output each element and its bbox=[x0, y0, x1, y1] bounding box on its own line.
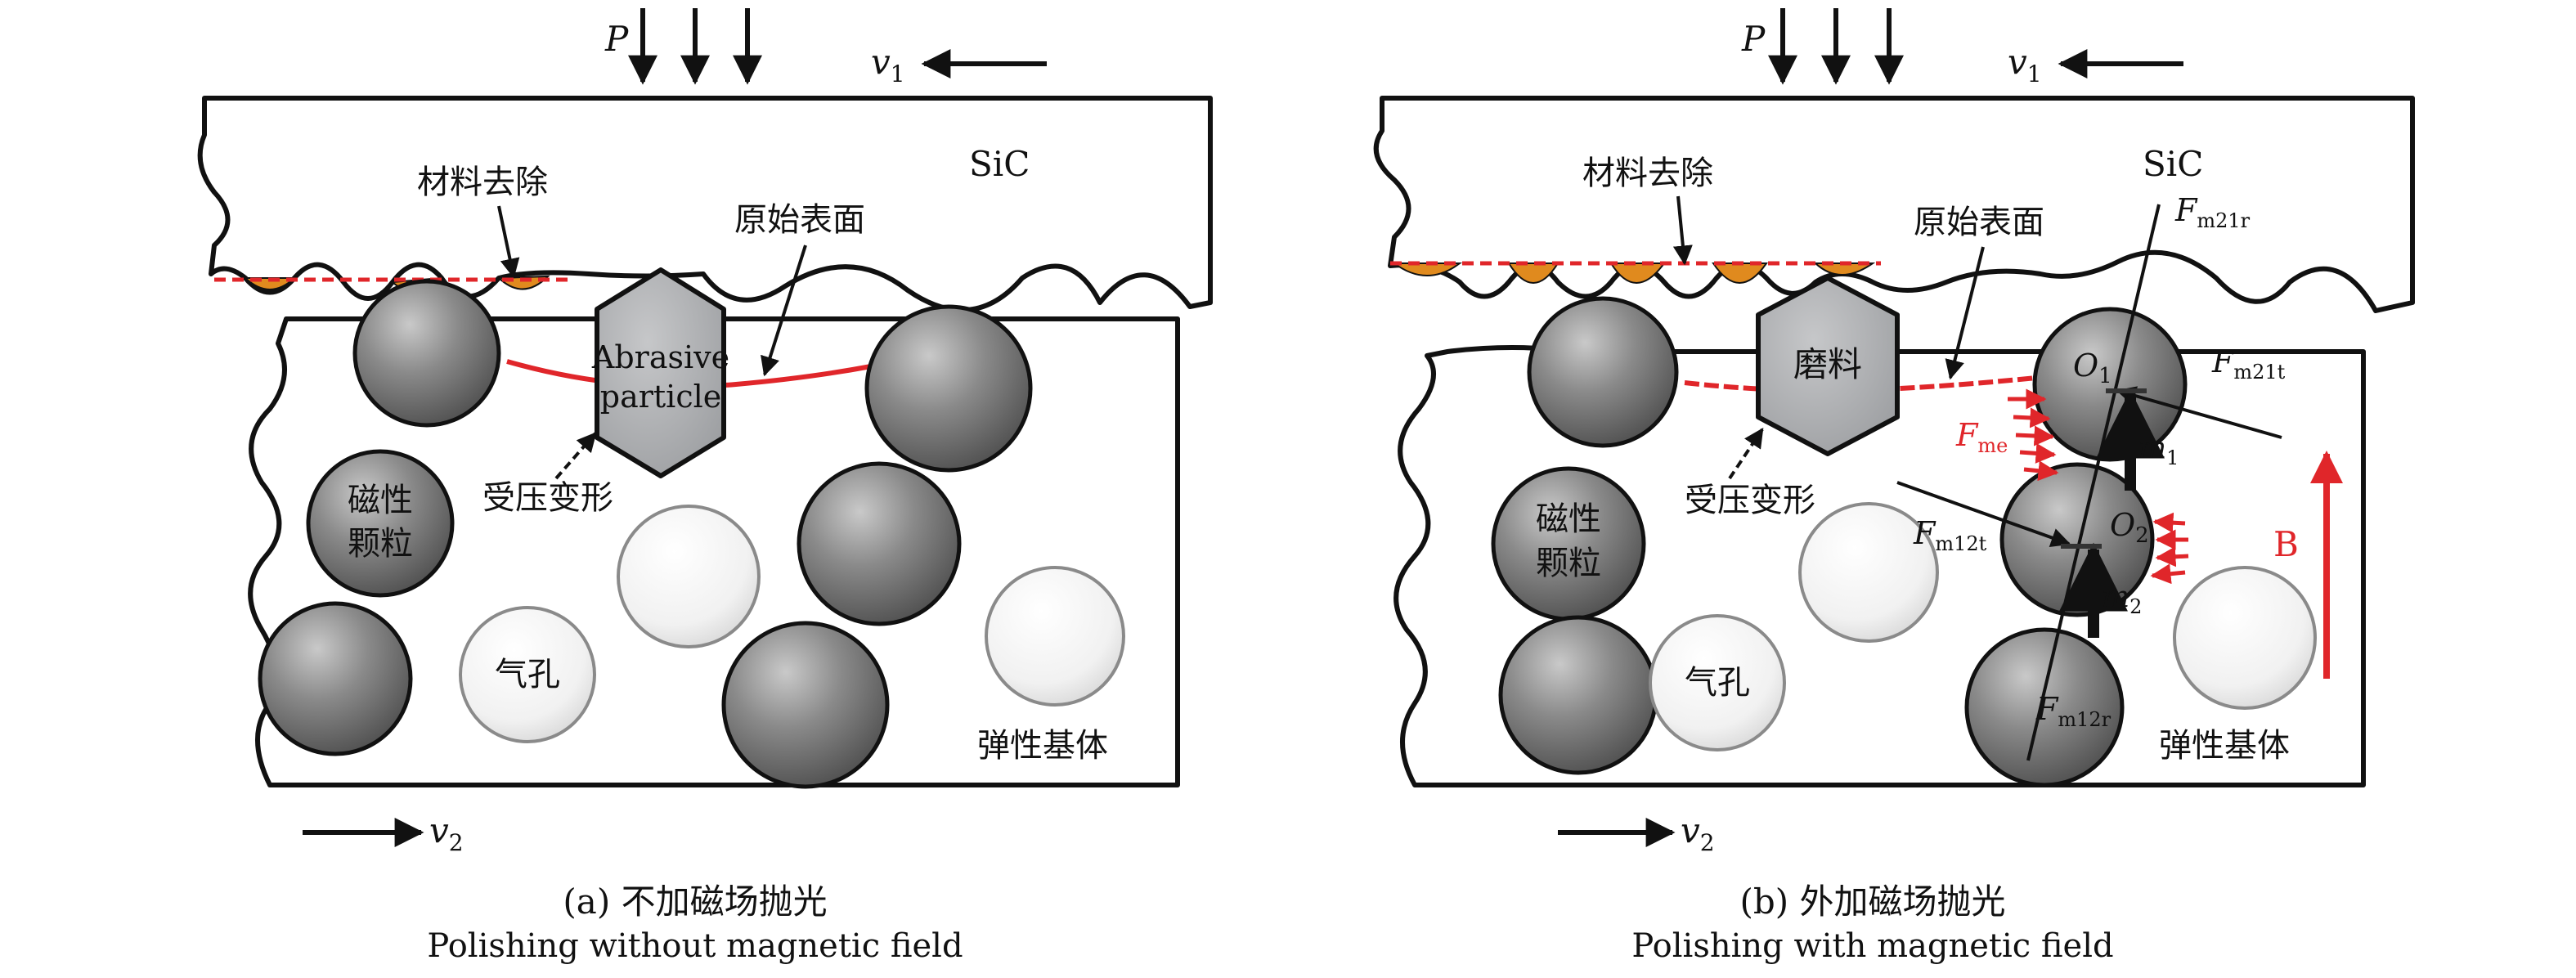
o2-field-arrows bbox=[2150, 512, 2189, 585]
pore-b-1 bbox=[1798, 502, 1939, 643]
panel-b: 磨料 磁性 颗粒 气孔 bbox=[1373, 8, 2415, 856]
deformation-pointer-b bbox=[1728, 428, 1764, 480]
magnetic-field-label: B bbox=[2273, 524, 2299, 564]
material-removal-label-b: 材料去除 bbox=[1582, 155, 1713, 192]
caption-b-en: Polishing with magnetic field bbox=[1631, 927, 2114, 965]
o2-label: O2 bbox=[2110, 507, 2149, 548]
panel-a: Abrasive particle 磁性 颗粒 气孔 P v1 v2 SiC 材… bbox=[197, 8, 1213, 856]
f-m21r-vector bbox=[2026, 204, 2161, 761]
f-m12t-vector bbox=[1896, 481, 2071, 548]
f-m21r-label: Fm21r bbox=[2174, 192, 2251, 232]
f-m12t-label: Fm12t bbox=[1913, 515, 1987, 555]
caption-a: (a) 不加磁场抛光 Polishing without magnetic fi… bbox=[286, 879, 1104, 967]
original-surface-label-b: 原始表面 bbox=[1914, 204, 2044, 241]
f-m12r-label: Fm12r bbox=[2035, 691, 2112, 731]
o1-label: O1 bbox=[2073, 348, 2112, 388]
pressure-label-a: P bbox=[604, 19, 629, 59]
deformation-label-b: 受压变形 bbox=[1685, 482, 1815, 519]
abrasive-label-line2-a: particle bbox=[600, 379, 722, 415]
original-surface-label-a: 原始表面 bbox=[734, 201, 865, 239]
caption-b-zh: (b) 外加磁场抛光 bbox=[1739, 882, 2006, 922]
magnetic-particle-label-line1-a: 磁性 bbox=[348, 482, 413, 519]
magnetic-particle-a-5 bbox=[258, 601, 413, 756]
magnetic-particle-label-line2-a: 颗粒 bbox=[348, 525, 413, 563]
pore-a-3 bbox=[985, 566, 1125, 707]
magnetic-particle-a-4 bbox=[797, 461, 962, 626]
material-removal-pointer-b bbox=[1672, 195, 1693, 266]
velocity-bottom-label-a: v2 bbox=[429, 810, 464, 856]
caption-b: (b) 外加磁场抛光 Polishing with magnetic field bbox=[1464, 879, 2282, 967]
f-m21t-label: Fm21t bbox=[2211, 343, 2286, 384]
magnetic-particle-b-2 bbox=[1491, 466, 1646, 621]
magnetic-particle-b-3 bbox=[1498, 615, 1658, 775]
sic-workpiece-a bbox=[197, 96, 1213, 313]
magnetic-particle-b-6 bbox=[1964, 627, 2125, 787]
original-surface-pointer-b bbox=[1945, 246, 1985, 380]
pore-a-2 bbox=[459, 606, 596, 743]
f-me-label: Fme bbox=[1955, 417, 2008, 457]
sic-label-a: SiC bbox=[969, 144, 1030, 184]
pore-b-2 bbox=[1649, 614, 1786, 751]
original-surface-pointer-a bbox=[761, 244, 807, 377]
material-removal-label-a: 材料去除 bbox=[417, 164, 548, 201]
pressure-arrows-b bbox=[1768, 8, 1904, 85]
magnetic-particle-a-6 bbox=[721, 621, 890, 789]
magnetic-particle-a-2 bbox=[864, 304, 1033, 473]
sic-label-b: SiC bbox=[2143, 144, 2203, 184]
material-removal-pointer-a bbox=[497, 205, 520, 279]
abrasive-label-line1-a: Abrasive bbox=[591, 339, 729, 375]
abrasive-label-b: 磨料 bbox=[1793, 344, 1862, 384]
f-me-arrows bbox=[2008, 388, 2059, 482]
velocity-top-label-a: v1 bbox=[871, 42, 905, 87]
magnetic-particle-a-3 bbox=[306, 449, 455, 598]
pressure-arrows-a bbox=[628, 8, 762, 85]
pressure-label-b: P bbox=[1741, 19, 1766, 59]
pore-label-b: 气孔 bbox=[1685, 664, 1750, 702]
caption-a-en: Polishing without magnetic field bbox=[427, 927, 963, 965]
m2-label: m2 bbox=[2102, 581, 2142, 618]
pore-b-3 bbox=[2173, 566, 2317, 710]
pore-label-a: 气孔 bbox=[495, 656, 560, 693]
deformation-pointer-a bbox=[554, 432, 597, 480]
abrasive-particle-a bbox=[595, 267, 726, 478]
deformation-label-a: 受压变形 bbox=[482, 479, 613, 517]
elastic-matrix-label-a: 弹性基体 bbox=[977, 727, 1108, 765]
m1-label: m1 bbox=[2138, 432, 2179, 469]
magnetic-particle-label-line2-b: 颗粒 bbox=[1536, 545, 1601, 582]
elastic-matrix-label-b: 弹性基体 bbox=[2159, 727, 2290, 765]
abrasive-particle-b bbox=[1756, 276, 1900, 456]
velocity-top-label-b: v1 bbox=[2008, 42, 2042, 87]
velocity-bottom-label-b: v2 bbox=[1681, 810, 1715, 856]
magnetic-particle-a-1 bbox=[352, 279, 501, 428]
pore-a-1 bbox=[617, 505, 761, 648]
removed-material-b bbox=[1391, 262, 1876, 284]
magnetic-particle-b-1 bbox=[1527, 296, 1679, 448]
magnetic-particle-label-line1-b: 磁性 bbox=[1536, 500, 1601, 538]
sic-workpiece-b bbox=[1373, 96, 2415, 313]
caption-a-zh: (a) 不加磁场抛光 bbox=[563, 882, 828, 922]
